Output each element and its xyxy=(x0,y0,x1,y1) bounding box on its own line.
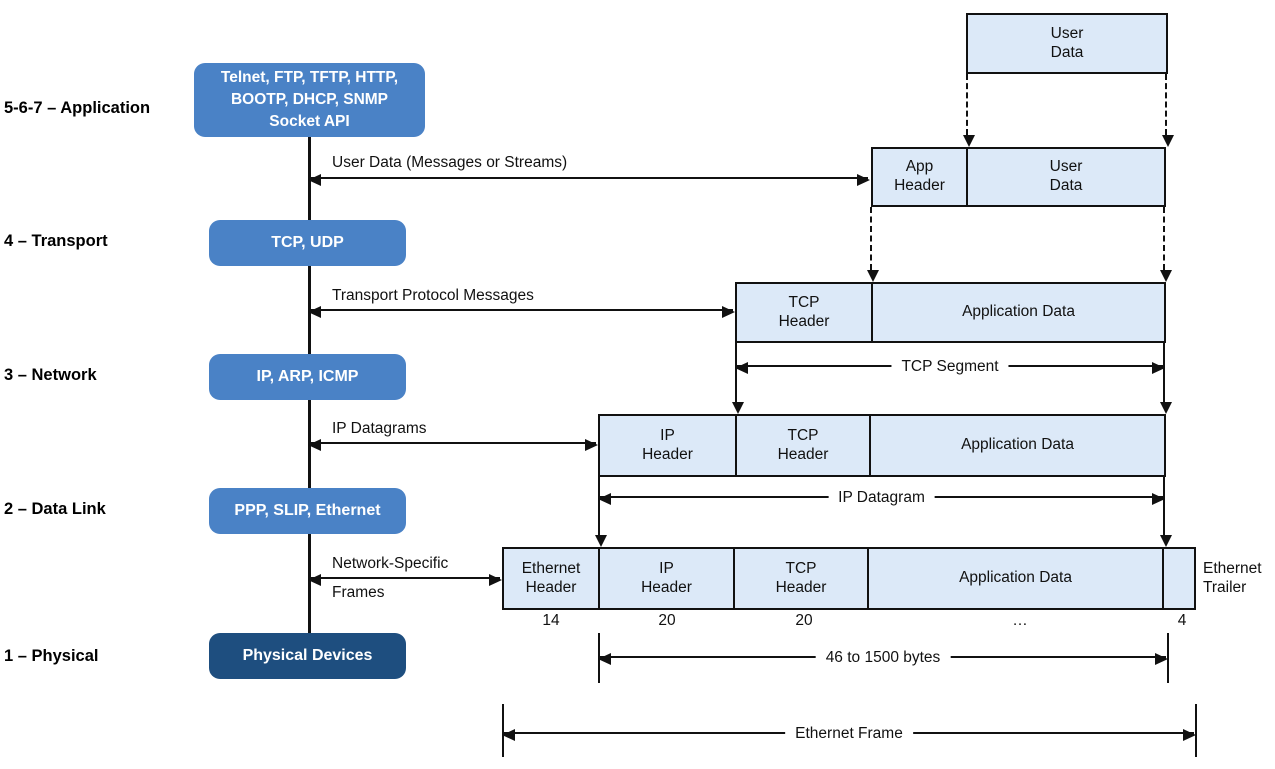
ip-header-cell: IP Header xyxy=(642,426,693,463)
arrowhead-down-icon xyxy=(1160,535,1172,547)
protocol-box-transport: TCP, UDP xyxy=(209,220,406,266)
layer-label-network: 3 – Network xyxy=(4,366,97,384)
tcp-header-cell: TCP Header xyxy=(778,293,830,330)
measure-label-ip-datagram: IP Datagram xyxy=(828,487,935,508)
arrowhead-right-icon xyxy=(585,439,598,451)
application-data-cell: Application Data xyxy=(867,549,1162,608)
arrowhead-down-icon xyxy=(1160,402,1172,414)
arrowhead-left-icon xyxy=(308,174,321,186)
dashed-connector xyxy=(867,207,879,282)
arrowhead-down-icon xyxy=(1160,270,1172,282)
layer-label-datalink: 2 – Data Link xyxy=(4,500,106,518)
layer-label-physical: 1 – Physical xyxy=(4,647,99,665)
arrowhead-right-icon xyxy=(1155,653,1168,665)
tcp-header-cell: TCP Header xyxy=(735,416,869,475)
flow-label-transport-messages: Transport Protocol Messages xyxy=(332,287,534,304)
arrowhead-left-icon xyxy=(502,729,515,741)
measure-tick xyxy=(1195,704,1197,757)
application-data-cell: Application Data xyxy=(869,416,1164,475)
protocol-box-network: IP, ARP, ICMP xyxy=(209,354,406,400)
flow-arrow-user-data xyxy=(308,174,870,186)
flow-label-network-specific: Network-Specific xyxy=(332,555,449,572)
arrowhead-left-icon xyxy=(308,574,321,586)
measure-arrow-payload-size: 46 to 1500 bytes xyxy=(598,647,1168,668)
user-data-cell: User Data xyxy=(966,149,1164,205)
dashed-connector xyxy=(1162,74,1174,147)
flow-label-user-data: User Data (Messages or Streams) xyxy=(332,154,568,171)
arrowhead-left-icon xyxy=(598,493,611,505)
protocol-box-datalink: PPP, SLIP, Ethernet xyxy=(209,488,406,534)
dashed-connector xyxy=(963,74,975,147)
arrowhead-down-icon xyxy=(1162,135,1174,147)
ethernet-header-cell: Ethernet Header xyxy=(521,559,581,596)
arrowhead-left-icon xyxy=(598,653,611,665)
arrowhead-down-icon xyxy=(867,270,879,282)
byte-size-tcp-header: 20 xyxy=(795,612,813,629)
app-message-row: App Header User Data xyxy=(871,147,1166,207)
arrowhead-right-icon xyxy=(1152,493,1165,505)
arrowhead-right-icon xyxy=(1183,729,1196,741)
arrowhead-left-icon xyxy=(735,362,748,374)
measure-arrow-ethernet-frame: Ethernet Frame xyxy=(502,723,1196,744)
tcp-segment-row: TCP Header Application Data xyxy=(735,282,1166,343)
flow-label-frames: Frames xyxy=(332,584,385,601)
protocol-box-application: Telnet, FTP, TFTP, HTTP, BOOTP, DHCP, SN… xyxy=(194,63,425,137)
flow-arrow-transport-messages xyxy=(308,306,735,318)
arrowhead-right-icon xyxy=(489,574,502,586)
solid-connector xyxy=(1160,477,1172,547)
ethernet-frame-row: Ethernet Header IP Header TCP Header App… xyxy=(502,547,1196,610)
tcp-header-cell: TCP Header xyxy=(733,549,867,608)
measure-label-tcp-segment: TCP Segment xyxy=(891,356,1009,377)
layer-label-transport: 4 – Transport xyxy=(4,232,108,250)
measure-arrow-tcp-segment: TCP Segment xyxy=(735,356,1165,377)
byte-size-trailer: 4 xyxy=(1177,612,1187,629)
dashed-connector xyxy=(1160,207,1172,282)
arrowhead-right-icon xyxy=(857,174,870,186)
application-data-cell: Application Data xyxy=(871,284,1164,341)
arrowhead-down-icon xyxy=(595,535,607,547)
flow-arrow-network-frames xyxy=(308,574,502,586)
byte-size-ethernet-header: 14 xyxy=(542,612,560,629)
measure-label-payload-size: 46 to 1500 bytes xyxy=(815,647,951,668)
measure-label-ethernet-frame: Ethernet Frame xyxy=(785,723,913,744)
solid-connector xyxy=(595,477,607,547)
ip-header-cell: IP Header xyxy=(598,549,733,608)
ip-datagram-row: IP Header TCP Header Application Data xyxy=(598,414,1166,477)
app-header-cell: App Header xyxy=(894,158,945,194)
measure-arrow-ip-datagram: IP Datagram xyxy=(598,487,1165,508)
layer-label-application: 5-6-7 – Application xyxy=(4,99,151,117)
byte-size-application-data: … xyxy=(1012,612,1028,629)
arrowhead-right-icon xyxy=(1152,362,1165,374)
arrowhead-down-icon xyxy=(963,135,975,147)
byte-size-ip-header: 20 xyxy=(658,612,676,629)
user-data-cell: User Data xyxy=(1050,24,1084,61)
arrowhead-down-icon xyxy=(732,402,744,414)
ethernet-trailer-cell xyxy=(1162,549,1194,608)
flow-label-ip-datagrams: IP Datagrams xyxy=(332,420,427,437)
flow-arrow-ip-datagrams xyxy=(308,439,598,451)
ethernet-trailer-label: Ethernet Trailer xyxy=(1203,560,1262,597)
protocol-box-physical: Physical Devices xyxy=(209,633,406,679)
arrowhead-left-icon xyxy=(308,306,321,318)
arrowhead-left-icon xyxy=(308,439,321,451)
user-data-row: User Data xyxy=(966,13,1168,74)
arrowhead-right-icon xyxy=(722,306,735,318)
measure-tick xyxy=(1167,633,1169,683)
